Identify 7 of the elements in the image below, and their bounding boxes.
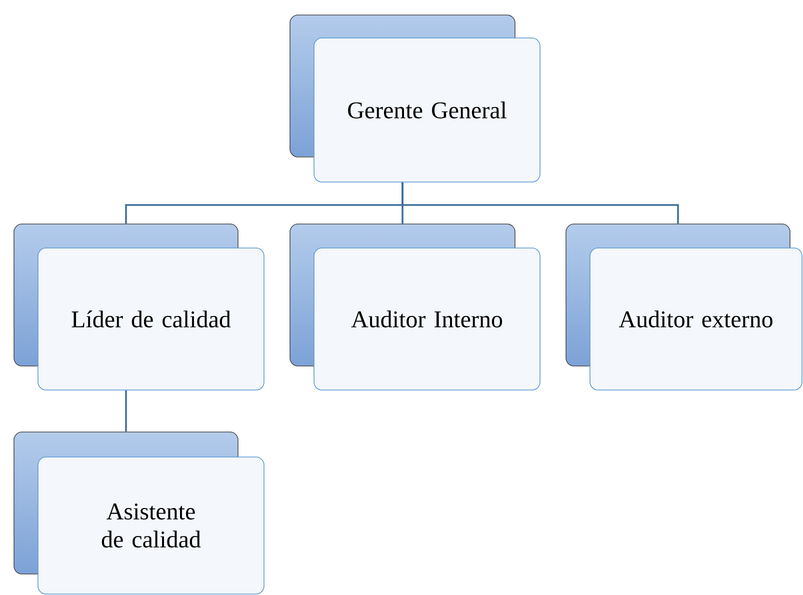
org-chart-box: Auditor externo <box>566 224 802 390</box>
org-chart-box: Líder de calidad <box>14 224 264 390</box>
org-chart-box: Auditor Interno <box>290 224 540 390</box>
org-chart-box: Gerente General <box>290 14 540 182</box>
connector-line <box>402 182 679 224</box>
org-chart-box: Asistente de calidad <box>14 432 264 594</box>
connector-line <box>125 390 127 432</box>
